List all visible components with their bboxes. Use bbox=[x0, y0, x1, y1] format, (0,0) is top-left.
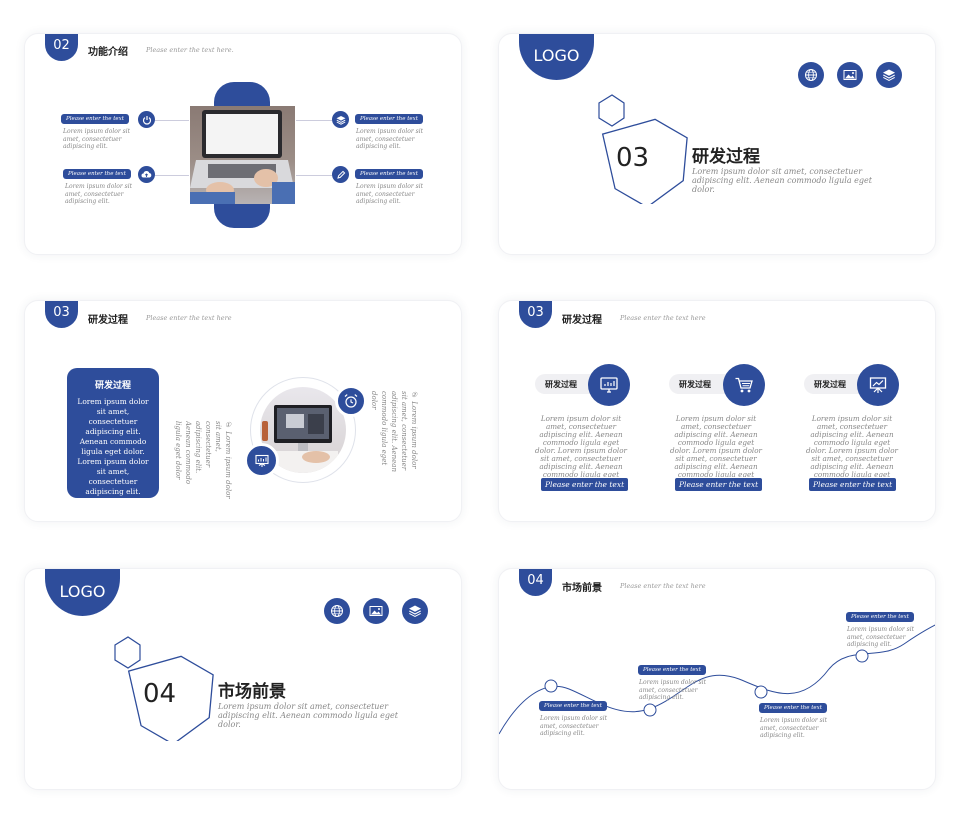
slide-market-outlook[interactable]: 04 市场前景 Please enter the text here Pleas… bbox=[498, 568, 936, 790]
point-label-4: Please enter the text bbox=[846, 612, 914, 622]
step-label: 研发过程 bbox=[679, 379, 711, 389]
card-title: 研发过程 bbox=[94, 381, 131, 391]
step-description: Lorem ipsum dolor sit amet, consectetuer… bbox=[535, 415, 627, 477]
pencil-icon bbox=[332, 166, 349, 183]
section-number-tab: 04 bbox=[519, 569, 552, 596]
step-description: Lorem ipsum dolor sit amet, consectetuer… bbox=[670, 415, 762, 477]
layers-icon bbox=[332, 111, 349, 128]
laptop-photo bbox=[190, 106, 295, 204]
point-label-3: Please enter the text bbox=[759, 703, 827, 713]
cloud-upload-icon bbox=[138, 166, 155, 183]
section-description: Lorem ipsum dolor sit amet, consectetuer… bbox=[692, 167, 872, 194]
section-number: 04 bbox=[143, 679, 177, 709]
monitor-chart-icon bbox=[588, 364, 630, 406]
power-icon bbox=[138, 111, 155, 128]
feature-text-1: Lorem ipsum dolor sit amet, consectetuer… bbox=[63, 128, 131, 150]
globe-icon bbox=[324, 598, 350, 624]
step-label: 研发过程 bbox=[814, 379, 846, 389]
connector-line bbox=[296, 120, 332, 121]
vertical-text-2-content: Lorem ipsum dolor sit amet, consectetuer… bbox=[370, 391, 418, 472]
slide-research-process[interactable]: 03 研发过程 Please enter the text here 研发过程 … bbox=[24, 300, 462, 522]
feature-label-1: Please enter the text bbox=[61, 114, 129, 124]
trend-curve bbox=[499, 624, 935, 735]
section-description: Lorem ipsum dolor sit amet, consectetuer… bbox=[218, 702, 398, 729]
feature-text-2: Lorem ipsum dolor sit amet, consectetuer… bbox=[65, 183, 133, 205]
photo-ring bbox=[250, 377, 356, 483]
step-button[interactable]: Please enter the text bbox=[675, 478, 763, 491]
curve-point bbox=[643, 703, 657, 717]
picture-icon bbox=[837, 62, 863, 88]
point-label-2: Please enter the text bbox=[638, 665, 706, 675]
presentation-icon bbox=[244, 443, 279, 478]
step-label: 研发过程 bbox=[545, 379, 577, 389]
feature-label-2: Please enter the text bbox=[63, 169, 131, 179]
marker-2: ② bbox=[410, 391, 418, 399]
curve-point bbox=[544, 679, 558, 693]
connector-line bbox=[296, 175, 332, 176]
point-text-4: Lorem ipsum dolor sit amet, consectetuer… bbox=[847, 626, 915, 648]
slide-title: 市场前景 bbox=[562, 583, 602, 594]
layers-icon bbox=[402, 598, 428, 624]
vertical-text-1-content: Lorem ipsum dolor sit amet, consectetuer… bbox=[174, 421, 232, 499]
section-number-tab: 03 bbox=[45, 301, 78, 328]
hexagon-outline bbox=[114, 636, 214, 741]
hexagon-outline bbox=[598, 94, 688, 204]
slide-title: 研发过程 bbox=[562, 315, 602, 326]
slide-section-04[interactable]: LOGO 04 市场前景 Lorem ipsum dolor sit amet,… bbox=[24, 568, 462, 790]
text-card: 研发过程 Lorem ipsum dolor sit amet, consect… bbox=[67, 368, 159, 498]
marker-1: ① bbox=[224, 421, 232, 429]
alarm-clock-icon bbox=[335, 385, 367, 417]
step-button[interactable]: Please enter the text bbox=[809, 478, 897, 491]
section-number: 03 bbox=[616, 143, 650, 173]
vertical-text-1: ① Lorem ipsum dolor sit amet, consectetu… bbox=[173, 421, 233, 499]
feature-text-3: Lorem ipsum dolor sit amet, consectetuer… bbox=[356, 128, 424, 150]
slide-feature-intro[interactable]: 02 功能介绍 Please enter the text here. Plea… bbox=[24, 33, 462, 255]
card-body: Lorem ipsum dolor sit amet, consectetuer… bbox=[77, 397, 149, 496]
picture-icon bbox=[363, 598, 389, 624]
slide-subtitle: Please enter the text here. bbox=[146, 46, 234, 54]
point-text-2: Lorem ipsum dolor sit amet, consectetuer… bbox=[639, 679, 707, 701]
feature-label-4: Please enter the text bbox=[355, 169, 423, 179]
feature-text-4: Lorem ipsum dolor sit amet, consectetuer… bbox=[356, 183, 424, 205]
point-label-1: Please enter the text bbox=[539, 701, 607, 711]
slide-section-03[interactable]: LOGO 03 研发过程 Lorem ipsum dolor sit amet,… bbox=[498, 33, 936, 255]
cart-icon bbox=[723, 364, 765, 406]
slide-subtitle: Please enter the text here bbox=[146, 314, 232, 322]
connector-line bbox=[155, 175, 189, 176]
logo-tab: LOGO bbox=[519, 34, 594, 80]
step-description: Lorem ipsum dolor sit amet, consectetuer… bbox=[806, 415, 898, 477]
board-chart-icon bbox=[857, 364, 899, 406]
connector-line bbox=[155, 120, 189, 121]
layers-icon bbox=[876, 62, 902, 88]
section-title: 研发过程 bbox=[692, 147, 760, 167]
step-button[interactable]: Please enter the text bbox=[541, 478, 629, 491]
section-number-tab: 02 bbox=[45, 34, 78, 61]
globe-icon bbox=[798, 62, 824, 88]
point-text-1: Lorem ipsum dolor sit amet, consectetuer… bbox=[540, 715, 608, 737]
vertical-text-2: ② Lorem ipsum dolor sit amet, consectetu… bbox=[369, 391, 419, 477]
slide-title: 研发过程 bbox=[88, 315, 128, 326]
section-title: 市场前景 bbox=[218, 682, 286, 702]
curve-point bbox=[855, 649, 869, 663]
slide-subtitle: Please enter the text here bbox=[620, 582, 706, 590]
section-number-tab: 03 bbox=[519, 301, 552, 328]
slide-research-steps[interactable]: 03 研发过程 Please enter the text here 研发过程 … bbox=[498, 300, 936, 522]
slide-title: 功能介绍 bbox=[88, 47, 128, 58]
logo-tab: LOGO bbox=[45, 569, 120, 616]
curve-point bbox=[754, 685, 768, 699]
slide-subtitle: Please enter the text here bbox=[620, 314, 706, 322]
point-text-3: Lorem ipsum dolor sit amet, consectetuer… bbox=[760, 717, 828, 739]
feature-label-3: Please enter the text bbox=[355, 114, 423, 124]
